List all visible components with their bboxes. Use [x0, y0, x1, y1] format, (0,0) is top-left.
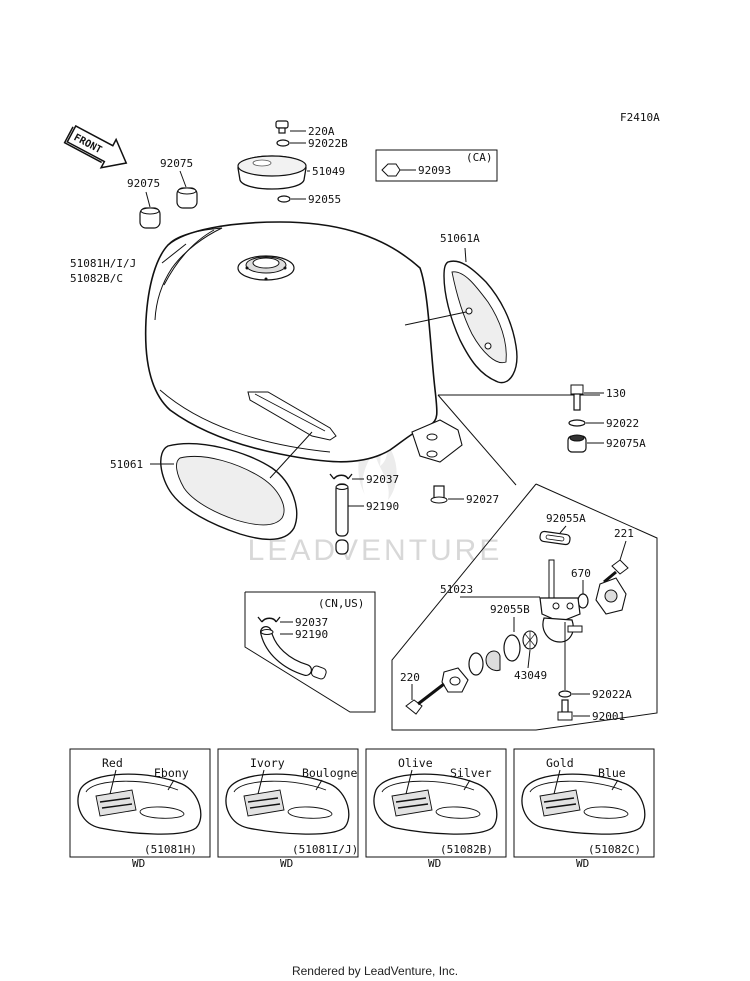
- label-92022A: 92022A: [592, 688, 632, 701]
- variant-code: (51081H): [144, 843, 197, 856]
- variant-panel: [365, 748, 507, 858]
- side-cover-51061A: [443, 260, 518, 384]
- label-92037: 92037: [366, 473, 399, 486]
- filter-43049: [522, 630, 538, 650]
- variant-color2: Blue: [598, 766, 626, 780]
- variant-color2: Boulogne: [302, 766, 357, 780]
- seal-cup: [485, 650, 501, 671]
- label-51082: 51082B/C: [70, 272, 123, 285]
- variant-color1: Red: [102, 756, 123, 770]
- screw-221: [603, 559, 629, 584]
- damper-92075A: [567, 434, 587, 453]
- variant-wd: WD: [428, 857, 441, 870]
- bolt-130: [570, 384, 584, 411]
- label-92055A: 92055A: [546, 512, 586, 525]
- fuel-tank: [144, 221, 463, 463]
- label-92022B: 92022B: [308, 137, 348, 150]
- damper-92075-left: [139, 207, 161, 229]
- valve-gasket: [441, 667, 469, 693]
- figure-code: F2410A: [620, 111, 660, 124]
- damper-92075-right: [176, 187, 198, 209]
- nut-92093: [381, 163, 401, 177]
- washer-92022B: [276, 139, 290, 147]
- hose-92190-cnus: [260, 626, 327, 680]
- label-92022: 92022: [606, 417, 639, 430]
- variant-panel: [69, 748, 211, 858]
- variant-code: (51082C): [588, 843, 641, 856]
- label-92037-cnus: 92037: [295, 616, 328, 629]
- label-51023: 51023: [440, 583, 473, 596]
- front-arrow-icon: FRONT: [63, 124, 128, 169]
- gasket-92055A: [539, 530, 571, 546]
- label-92055B: 92055B: [490, 603, 530, 616]
- label-cn-us: (CN,US): [318, 597, 364, 610]
- fuel-cap-51049: [237, 155, 307, 190]
- label-220: 220: [400, 671, 420, 684]
- variant-color1: Ivory: [250, 756, 285, 770]
- cn-us-box: (CN,US) 92037 92190: [244, 591, 376, 713]
- label-92001: 92001: [592, 710, 625, 723]
- oring-small: [468, 652, 484, 676]
- variant-panel: [513, 748, 655, 858]
- ca-box: (CA) 92093: [375, 149, 498, 182]
- variant-wd: WD: [576, 857, 589, 870]
- hose-92190: [335, 483, 349, 555]
- label-51061: 51061: [110, 458, 143, 471]
- label-51049: 51049: [312, 165, 345, 178]
- label-92055: 92055: [308, 193, 341, 206]
- fuel-valve-box: [391, 483, 658, 731]
- variant-wd: WD: [280, 857, 293, 870]
- label-ca: (CA): [466, 151, 493, 164]
- variant-code: (51081I/J): [292, 843, 358, 856]
- variant-color2: Silver: [450, 766, 492, 780]
- label-51061A: 51061A: [440, 232, 480, 245]
- valve-cover-plate: [595, 577, 627, 615]
- watermark-text: LEADVENTURE: [248, 534, 503, 567]
- label-92093: 92093: [418, 164, 451, 177]
- color-variants: RedEbony(51081H)WDIvoryBoulogne(51081I/J…: [69, 748, 655, 870]
- washer-92022: [568, 419, 586, 427]
- fuel-valve-body: [539, 559, 583, 643]
- clamp-92037-cnus: [257, 616, 281, 623]
- label-92075A: 92075A: [606, 437, 646, 450]
- bolt-92001: [557, 699, 573, 721]
- label-51081: 51081H/I/J: [70, 257, 136, 270]
- oring-92055B: [503, 634, 521, 662]
- label-130: 130: [606, 387, 626, 400]
- bolt-220A: [275, 120, 289, 134]
- variant-color1: Gold: [546, 756, 574, 770]
- label-43049: 43049: [514, 669, 547, 682]
- oring-92055: [277, 195, 291, 203]
- label-670: 670: [571, 567, 591, 580]
- label-92190: 92190: [366, 500, 399, 513]
- variant-panel: [217, 748, 359, 858]
- label-92027: 92027: [466, 493, 499, 506]
- washer-92022A: [558, 690, 572, 698]
- variant-color2: Ebony: [154, 766, 189, 780]
- bolt-220: [405, 682, 445, 715]
- label-220A: 220A: [308, 125, 335, 138]
- footer-credit: Rendered by LeadVenture, Inc.: [292, 964, 458, 978]
- collar-92027: [430, 485, 448, 504]
- variant-code: (51082B): [440, 843, 493, 856]
- label-221: 221: [614, 527, 634, 540]
- label-92190-cnus: 92190: [295, 628, 328, 641]
- variant-color1: Olive: [398, 756, 433, 770]
- side-cover-51061: [160, 442, 298, 541]
- clamp-92037: [329, 473, 353, 480]
- variant-wd: WD: [132, 857, 145, 870]
- label-92075-lower: 92075: [127, 177, 160, 190]
- label-92075-upper: 92075: [160, 157, 193, 170]
